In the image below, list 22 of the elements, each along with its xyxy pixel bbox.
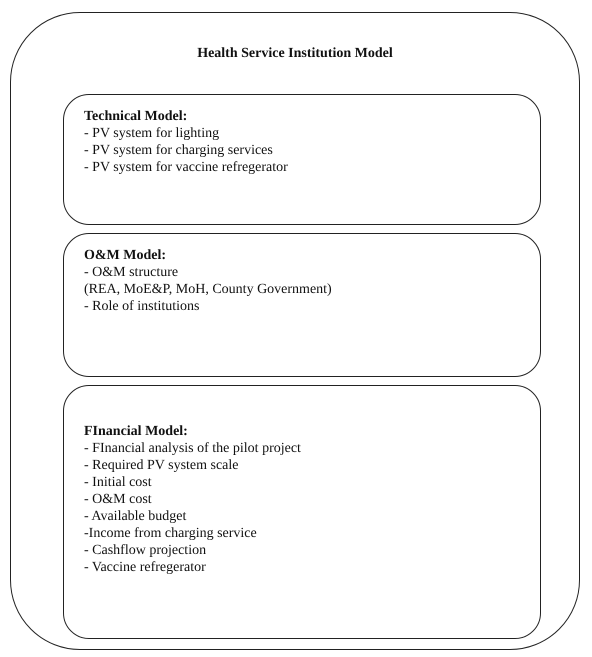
list-item: - Cashflow projection: [84, 542, 208, 559]
list-item: - Available budget: [84, 508, 188, 525]
list-item: - Vaccine refregerator: [84, 559, 207, 576]
box-heading: Technical Model:: [84, 109, 188, 125]
list-item: - Required PV system scale: [84, 457, 240, 474]
list-item: - PV system for lighting: [84, 125, 220, 142]
list-item: - PV system for vaccine refregerator: [84, 159, 289, 176]
list-item: - Initial cost: [84, 474, 153, 491]
rounded-box: [63, 233, 541, 377]
list-item: - FInancial analysis of the pilot project: [84, 440, 302, 457]
box-heading: O&M Model:: [84, 248, 168, 264]
rounded-box: [10, 12, 580, 650]
box-heading: Health Service Institution Model: [196, 46, 394, 62]
box-heading: FInancial Model:: [84, 424, 189, 440]
list-item: (REA, MoE&P, MoH, County Government): [84, 281, 333, 298]
rounded-box: [63, 385, 541, 639]
rounded-box: [63, 94, 541, 225]
list-item: - Role of institutions: [84, 298, 200, 315]
list-item: -Income from charging service: [84, 525, 258, 542]
list-item: - PV system for charging services: [84, 142, 274, 159]
list-item: - O&M cost: [84, 491, 153, 508]
list-item: - O&M structure: [84, 264, 180, 281]
